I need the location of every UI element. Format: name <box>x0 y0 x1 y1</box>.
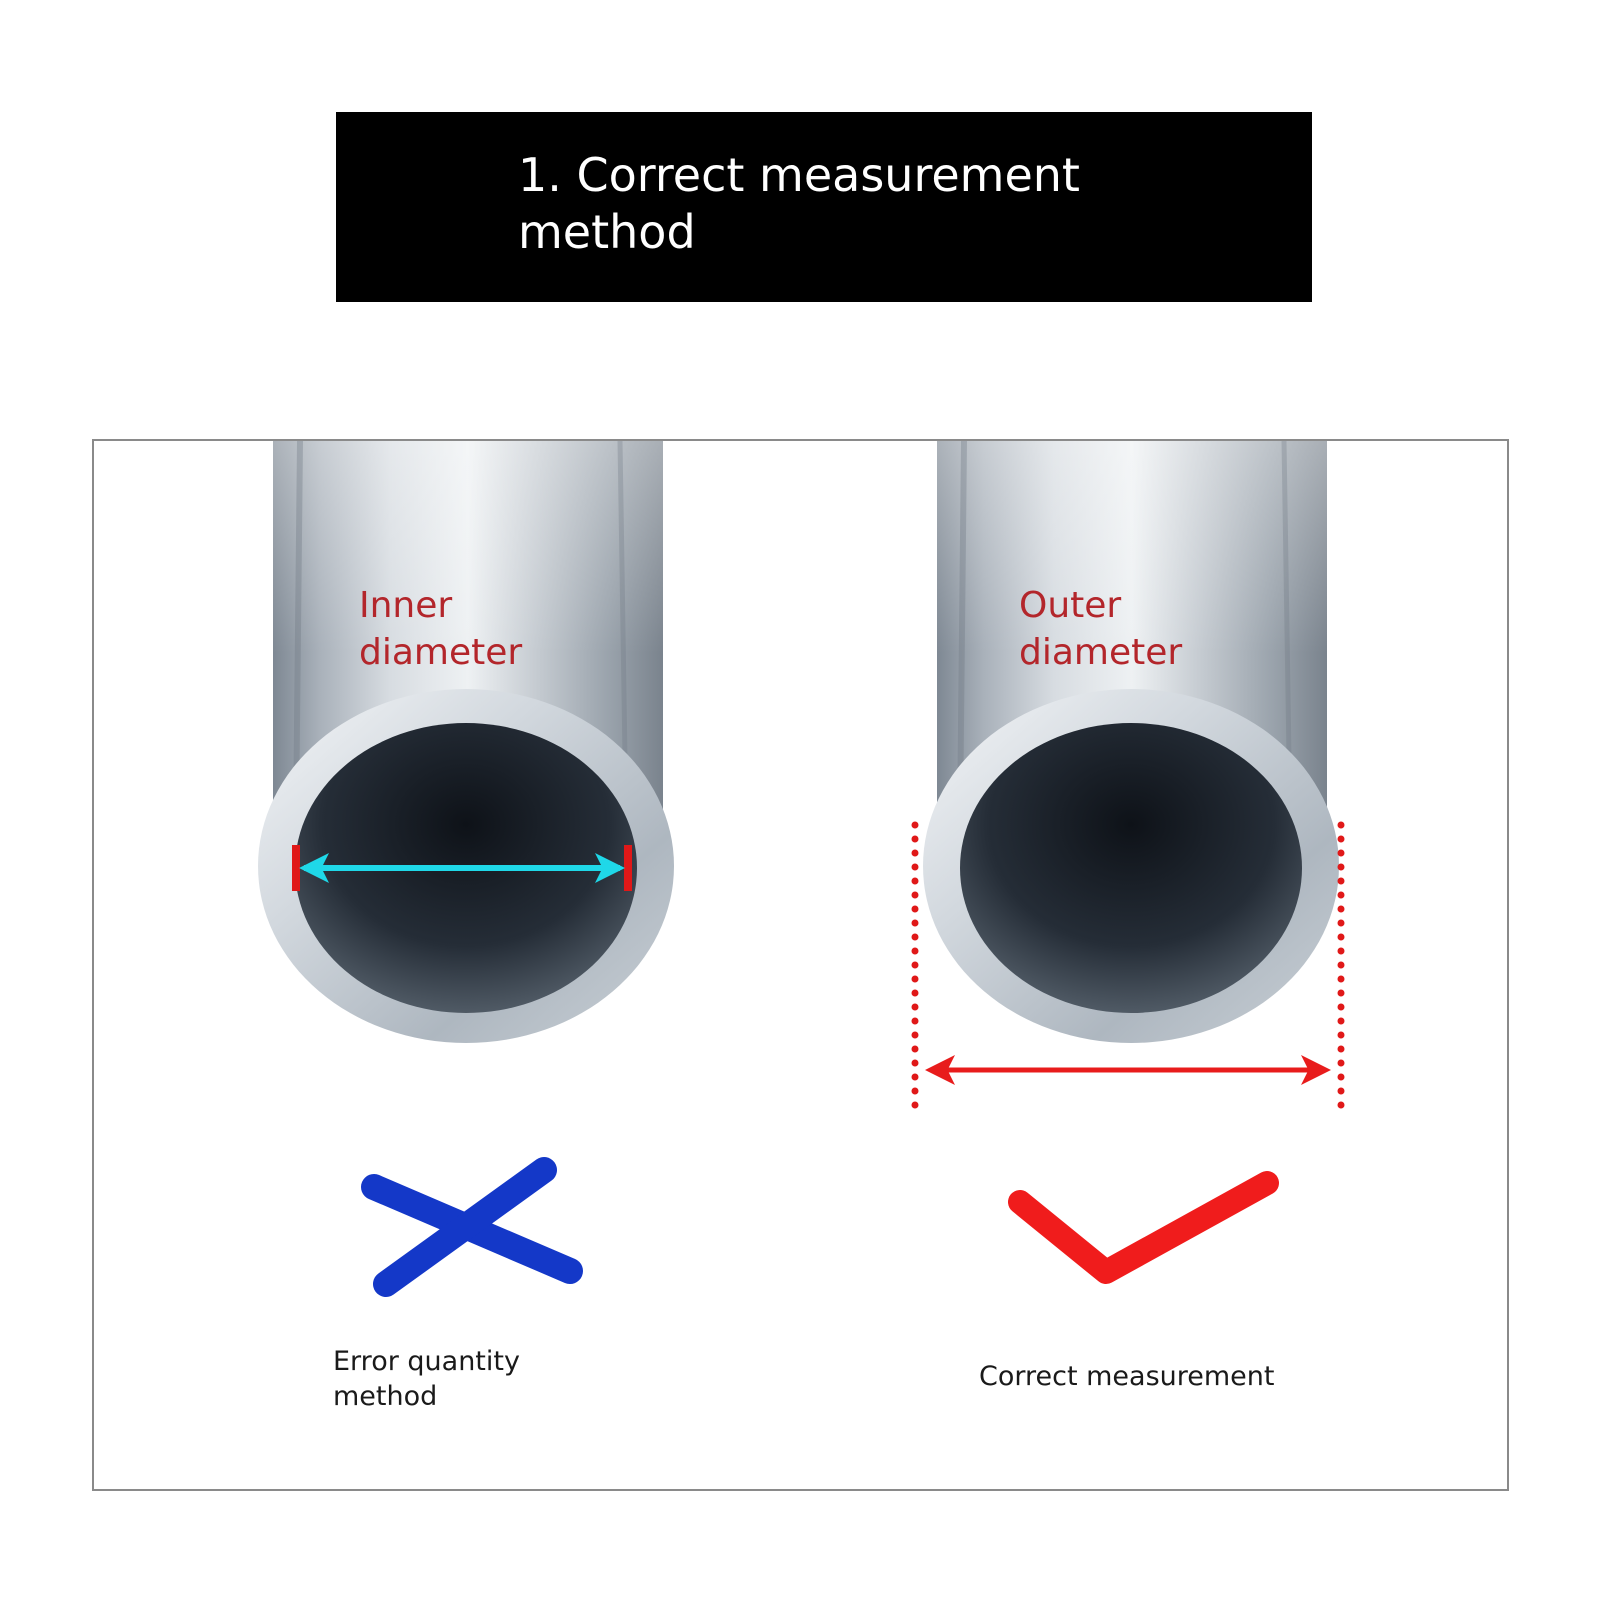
correct-caption: Correct measurement <box>979 1361 1275 1392</box>
right-pipe <box>923 440 1339 1043</box>
check-icon <box>1008 1171 1279 1284</box>
inner-diameter-label: Inner diameter <box>359 582 522 676</box>
inner-edge-marker-left <box>292 845 300 891</box>
inner-edge-marker-right <box>624 845 632 891</box>
error-caption-line-2: method <box>333 1381 438 1412</box>
title-line-1: 1. Correct measurement <box>518 148 1080 202</box>
inner-diameter-label-line-2: diameter <box>359 632 523 673</box>
outer-diameter-label-line-1: Outer <box>1019 585 1122 626</box>
title-banner: 1. Correct measurement method <box>336 112 1312 302</box>
left-pipe <box>258 440 674 1043</box>
title-line-2: method <box>518 205 696 259</box>
outer-diameter-label-line-2: diameter <box>1019 632 1183 673</box>
outer-diameter-label: Outer diameter <box>1019 582 1182 676</box>
error-caption: Error quantity method <box>333 1344 520 1414</box>
cross-icon <box>361 1157 583 1297</box>
error-caption-line-1: Error quantity <box>333 1346 520 1377</box>
inner-diameter-label-line-1: Inner <box>359 585 453 626</box>
